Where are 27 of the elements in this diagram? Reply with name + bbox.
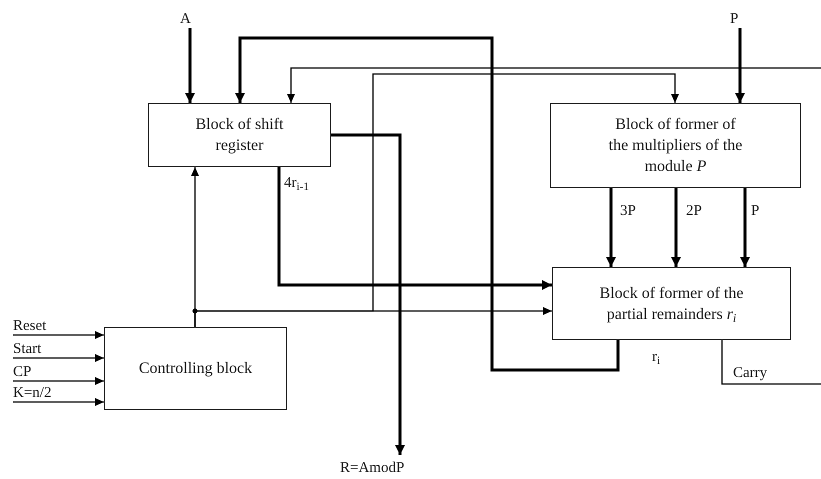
arrow [13, 398, 104, 406]
arrow [13, 331, 104, 339]
arrow [671, 188, 681, 267]
arrow [235, 36, 620, 372]
block-box: Controlling block [104, 327, 287, 410]
block-box: Block of former of the partial remainders r$_{i}$ [552, 267, 791, 340]
arrow [735, 28, 745, 103]
arrow [606, 188, 616, 267]
arrow [740, 188, 750, 267]
arrow [287, 67, 821, 103]
block-box: Block of former of the multipliers of the module P [550, 103, 801, 188]
edge-label: Carry [733, 364, 768, 382]
signal-label: R=AmodP [340, 455, 460, 477]
arrow [185, 28, 195, 103]
signal-label: Start [13, 339, 73, 358]
arrow [194, 73, 679, 327]
signal-label: K=n/2 [13, 383, 73, 402]
edge-label: 4r$_{i-1}$ [284, 174, 309, 192]
block-box: Block of shift register [148, 103, 331, 167]
signal-label: A [180, 6, 200, 28]
signal-label: P [730, 6, 750, 28]
arrow [13, 377, 104, 385]
signal-label: CP [13, 362, 73, 381]
arrow [13, 354, 104, 362]
arrow [278, 167, 552, 290]
signal-label: Reset [13, 316, 73, 335]
arrow [331, 134, 405, 455]
